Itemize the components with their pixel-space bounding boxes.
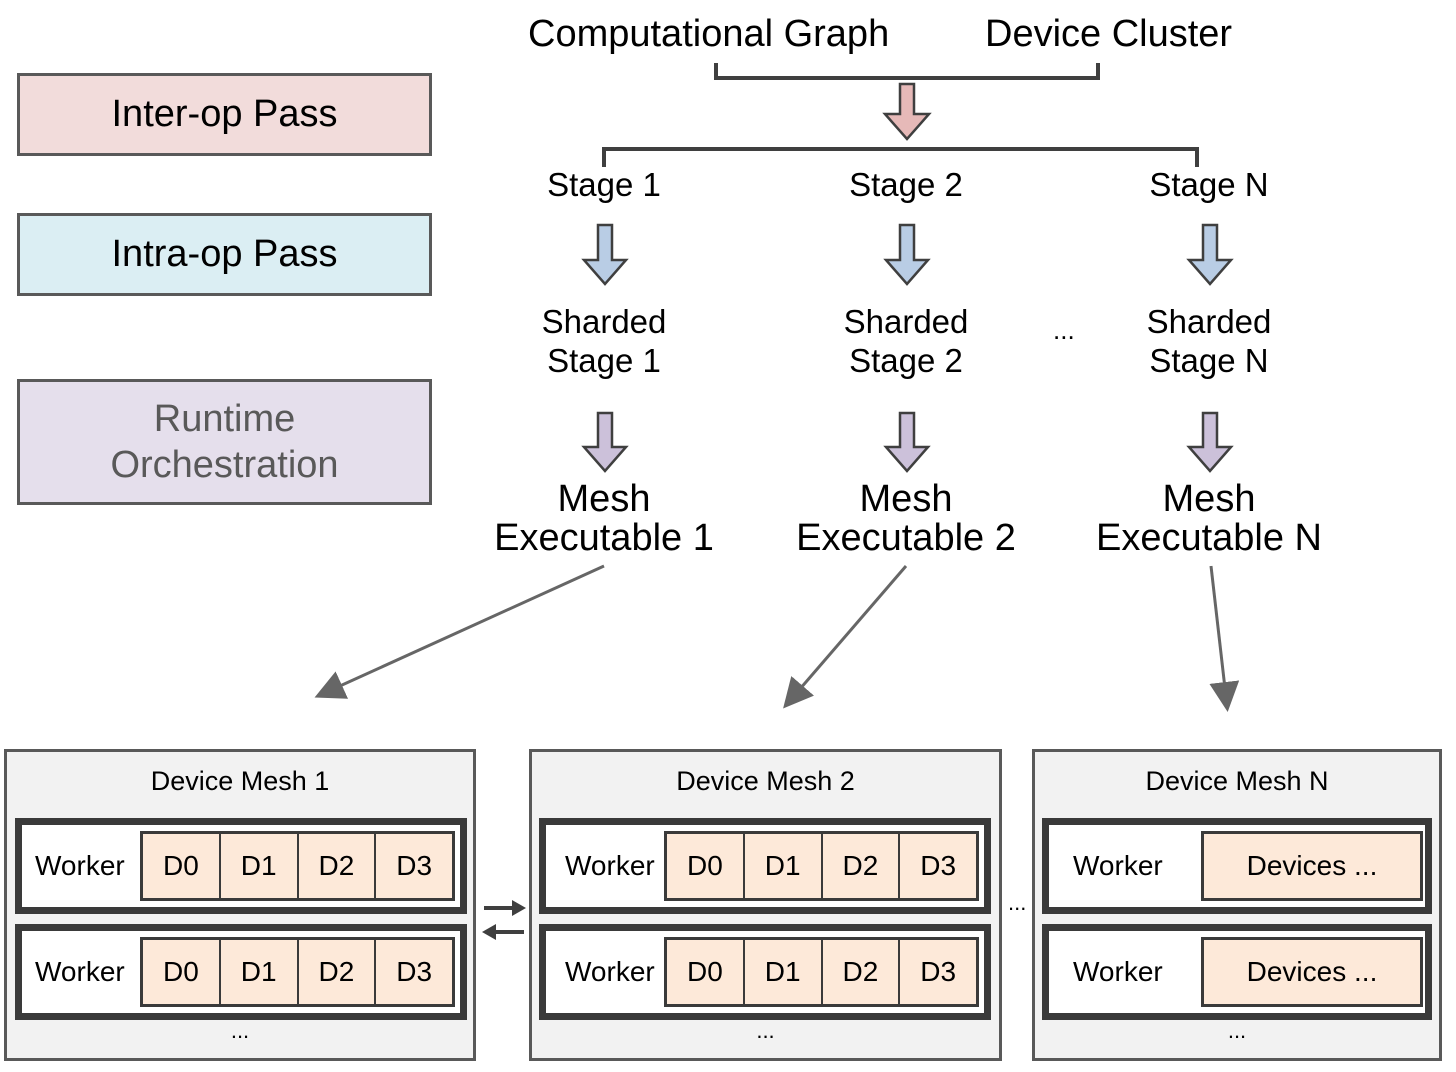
device-d2: D2	[299, 834, 377, 898]
runtime-arrow-2	[883, 411, 931, 473]
sharded-stage-n-line2: Stage N	[1149, 341, 1269, 379]
worker-row: Worker D0 D1 D2 D3	[539, 924, 991, 1020]
sharded-stage-2-line1: Sharded	[843, 303, 969, 340]
device-strip: D0 D1 D2 D3	[140, 937, 455, 1007]
worker-label: Worker	[35, 956, 125, 987]
mesh-comm-right-arrowhead	[512, 900, 526, 916]
inputs-bracket	[714, 63, 1100, 80]
runtime-arrow-n	[1186, 411, 1234, 473]
runtime-arrow-1	[581, 411, 629, 473]
mesh-executable-n: Mesh Executable N	[1069, 478, 1349, 560]
mesh-executable-1: Mesh Executable 1	[464, 478, 744, 560]
worker-row: Worker D0 D1 D2 D3	[539, 818, 991, 914]
mesh-comm-left-arrowhead	[482, 924, 496, 940]
device-d3: D3	[920, 850, 957, 881]
mesh-executable-2-line1: Mesh	[859, 478, 953, 520]
devices-group: Devices ...	[1246, 850, 1378, 881]
legend-intra-op-pass: Intra-op Pass	[17, 213, 432, 296]
device-mesh-1: Device Mesh 1 Worker D0 D1 D2 D3 Worker …	[4, 749, 476, 1061]
device-strip: D0 D1 D2 D3	[664, 937, 979, 1007]
device-mesh-1-title: Device Mesh 1	[150, 766, 330, 796]
mesh-executable-2-line2: Executable 2	[796, 517, 1016, 560]
inter-op-arrow	[882, 82, 932, 141]
device-mesh-n-title: Device Mesh N	[1145, 766, 1329, 796]
device-strip: Devices ...	[1201, 937, 1423, 1007]
mesh-executable-n-line1: Mesh	[1162, 478, 1256, 520]
sharded-stage-n-line1: Sharded	[1146, 303, 1272, 340]
stage-1-label: Stage 1	[547, 166, 661, 203]
sharded-stage-1-line2: Stage 1	[547, 341, 661, 379]
intra-op-arrow-n	[1186, 223, 1234, 286]
worker-label: Worker	[565, 956, 655, 987]
device-d2: D2	[823, 940, 901, 1004]
device-strip: D0 D1 D2 D3	[140, 831, 455, 901]
device-d0: D0	[143, 940, 221, 1004]
more-workers-ellipsis: ...	[1227, 1018, 1247, 1043]
mesh-executable-2: Mesh Executable 2	[766, 478, 1046, 560]
sharded-stage-1-line1: Sharded	[541, 303, 667, 340]
worker-row: Worker Devices ...	[1042, 818, 1432, 914]
device-mesh-2-title: Device Mesh 2	[676, 766, 855, 796]
device-d0: D0	[667, 940, 745, 1004]
device-mesh-2: Device Mesh 2 Worker D0 D1 D2 D3 Worker …	[529, 749, 1002, 1061]
stages-bracket	[602, 147, 1199, 167]
more-workers-ellipsis: ...	[230, 1018, 250, 1043]
intra-op-arrow-1	[581, 223, 629, 286]
stage-n-label: Stage N	[1149, 166, 1269, 203]
device-d3: D3	[396, 850, 433, 881]
device-d1: D1	[221, 940, 299, 1004]
device-d0: D0	[143, 834, 221, 898]
devices-group: Devices ...	[1246, 956, 1378, 987]
device-d0: D0	[667, 834, 745, 898]
exec-1-to-mesh-1-arrow	[314, 564, 605, 699]
worker-label: Worker	[565, 850, 655, 881]
legend-inter-op-label: Inter-op Pass	[111, 93, 338, 136]
device-d1: D1	[221, 834, 299, 898]
stages-ellipsis: ...	[1053, 315, 1075, 345]
device-strip: D0 D1 D2 D3	[664, 831, 979, 901]
sharded-stage-2-line2: Stage 2	[849, 341, 963, 379]
device-d2: D2	[299, 940, 377, 1004]
computational-graph-label: Computational Graph	[528, 13, 890, 55]
device-d2: D2	[823, 834, 901, 898]
exec-2-to-mesh-2-arrow	[783, 565, 908, 709]
device-strip: Devices ...	[1201, 831, 1423, 901]
sharded-stage-n: Sharded Stage N	[1099, 303, 1319, 380]
exec-n-to-mesh-n-arrow	[1209, 565, 1240, 712]
worker-row: Worker D0 D1 D2 D3	[15, 818, 467, 914]
worker-row: Worker D0 D1 D2 D3	[15, 924, 467, 1020]
device-d1: D1	[745, 940, 823, 1004]
sharded-stage-2: Sharded Stage 2	[796, 303, 1016, 380]
device-d1: D1	[745, 834, 823, 898]
meshes-ellipsis: ...	[1008, 890, 1027, 915]
legend-runtime-orchestration: Runtime Orchestration	[17, 379, 432, 505]
device-d3: D3	[920, 956, 957, 987]
legend-inter-op-pass: Inter-op Pass	[17, 73, 432, 156]
legend-runtime-label-line1: Runtime	[153, 397, 296, 440]
worker-label: Worker	[35, 850, 125, 881]
stage-2-label: Stage 2	[849, 166, 963, 203]
mesh-executable-n-line2: Executable N	[1095, 517, 1322, 560]
legend-runtime-label-line2: Orchestration	[110, 444, 339, 486]
worker-label: Worker	[1073, 850, 1163, 881]
device-d3: D3	[396, 956, 433, 987]
device-mesh-n: Device Mesh N Worker Devices ... Worker …	[1032, 749, 1442, 1061]
worker-label: Worker	[1073, 956, 1163, 987]
device-cluster-label: Device Cluster	[985, 13, 1233, 55]
sharded-stage-1: Sharded Stage 1	[494, 303, 714, 380]
more-workers-ellipsis: ...	[756, 1018, 775, 1043]
worker-row: Worker Devices ...	[1042, 924, 1432, 1020]
mesh-executable-1-line1: Mesh	[557, 478, 651, 520]
legend-intra-op-label: Intra-op Pass	[111, 233, 338, 276]
mesh-executable-1-line2: Executable 1	[494, 517, 714, 560]
intra-op-arrow-2	[883, 223, 931, 286]
